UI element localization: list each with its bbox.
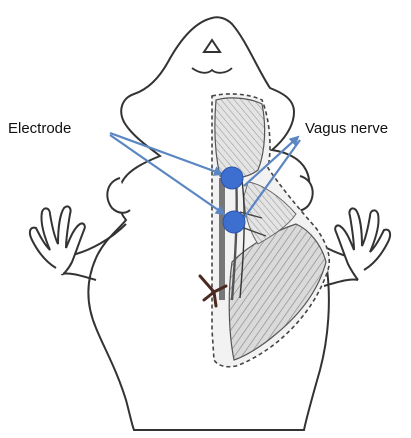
- electrode-label: Electrode: [8, 120, 71, 137]
- upper-muscle: [215, 98, 265, 178]
- right-paw: [335, 208, 390, 280]
- left-paw: [30, 206, 85, 274]
- electrode-lower-marker: [223, 211, 245, 233]
- electrode-upper-marker: [221, 167, 243, 189]
- vagus-nerve-label: Vagus nerve: [305, 120, 388, 137]
